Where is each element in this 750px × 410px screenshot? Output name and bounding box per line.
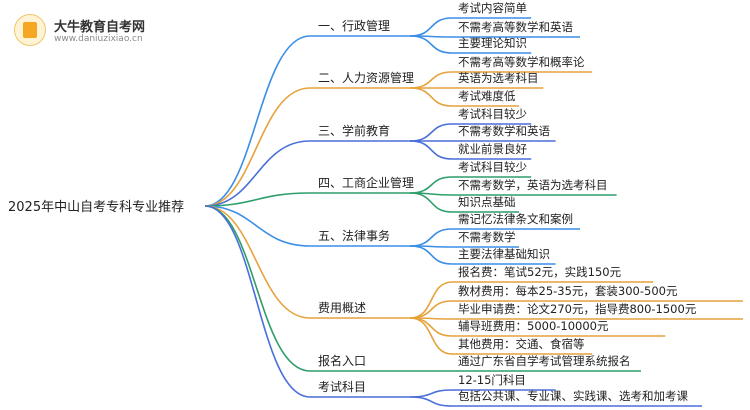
connector-line <box>409 192 519 213</box>
branch-3-child-2: 不需考数学和英语 <box>458 124 550 138</box>
branch-6-child-1: 报名费：笔试52元，实践150元 <box>458 265 622 279</box>
connector-line <box>409 35 532 54</box>
branch-5-child-1: 需记忆法律条文和案例 <box>458 212 573 226</box>
root-topic: 2025年中山自考专科专业推荐 <box>8 200 184 215</box>
branch-1-child-3: 主要理论知识 <box>458 36 527 50</box>
branch-6-child-3: 毕业申请费：论文270元，指导费800-1500元 <box>458 302 697 316</box>
site-logo: 大牛教育自考网 www.daniuzixiao.cn <box>14 12 184 48</box>
branch-8-child-2: 包括公共课、专业课、实践课、选考和加考课 <box>458 389 688 403</box>
connector-line <box>204 205 410 319</box>
connector-line <box>204 205 410 398</box>
logo-url: www.daniuzixiao.cn <box>54 34 143 44</box>
branch-6-child-4: 辅导班费用：5000-10000元 <box>458 319 609 333</box>
branch-1-child-2: 不需考高等数学和英语 <box>458 20 573 34</box>
branch-label-1: 一、行政管理 <box>318 18 390 33</box>
branch-4-child-1: 考试科目较少 <box>458 160 527 174</box>
branch-label-4: 四、工商企业管理 <box>318 175 414 190</box>
connector-line <box>204 87 410 207</box>
branch-5-child-2: 不需考数学 <box>458 230 516 244</box>
branch-6-child-2: 教材费用：每本25-35元，套装300-500元 <box>458 284 678 298</box>
branch-2-child-2: 英语为选考科目 <box>458 71 539 85</box>
book-logo-icon <box>14 14 46 46</box>
branch-2-child-1: 不需考高等数学和概率论 <box>458 55 585 69</box>
logo-title: 大牛教育自考网 <box>54 20 146 35</box>
connector-line <box>409 245 556 265</box>
branch-1-child-1: 考试内容简单 <box>458 1 527 15</box>
branch-2-child-3: 考试难度低 <box>458 89 516 103</box>
branch-6-child-5: 其他费用：交通、食宿等 <box>458 337 585 351</box>
branch-3-child-1: 考试科目较少 <box>458 107 527 121</box>
branch-label-8: 考试科目 <box>318 379 366 394</box>
connector-line <box>204 205 410 247</box>
connector-line <box>204 35 410 207</box>
connector-line <box>409 140 532 160</box>
branch-5-child-3: 主要法律基础知识 <box>458 247 550 261</box>
branch-label-7: 报名入口 <box>318 353 366 368</box>
connector-line <box>409 281 654 319</box>
branch-label-6: 费用概述 <box>318 301 366 315</box>
connector-line <box>204 140 410 207</box>
branch-label-2: 二、人力资源管理 <box>318 70 414 85</box>
connector-line <box>409 87 519 107</box>
branch-label-3: 三、学前教育 <box>318 123 390 138</box>
connector-line <box>409 396 702 407</box>
branch-3-child-3: 就业前景良好 <box>458 142 527 156</box>
connector-line <box>409 317 593 355</box>
connector-line <box>204 192 410 207</box>
branch-label-5: 五、法律事务 <box>318 228 390 243</box>
branch-4-child-3: 知识点基础 <box>458 195 516 209</box>
branch-8-child-1: 12-15门科目 <box>458 373 526 387</box>
branch-7-child-1: 通过广东省自学考试管理系统报名 <box>458 354 631 368</box>
branch-4-child-2: 不需考数学，英语为选考科目 <box>458 178 608 192</box>
